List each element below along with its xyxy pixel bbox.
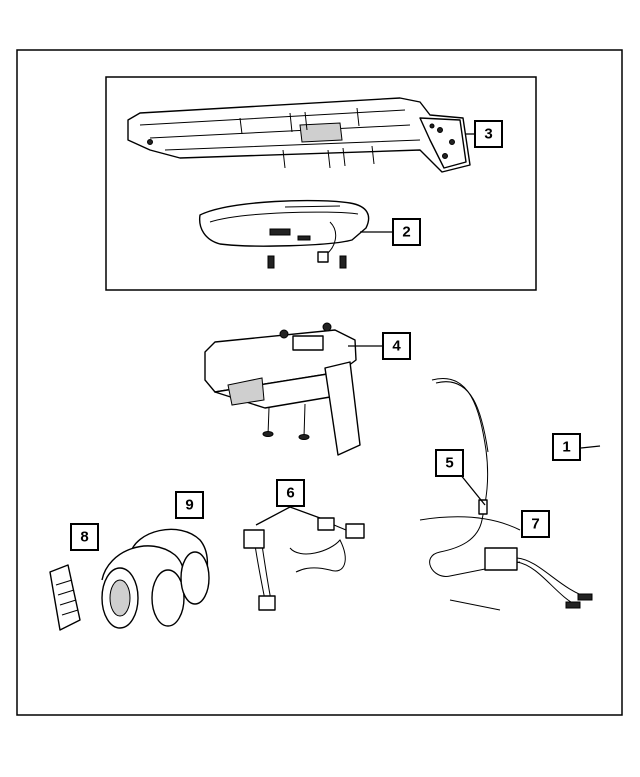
callout-4: 4 bbox=[382, 332, 411, 360]
trim-bezel-illustration bbox=[198, 199, 370, 269]
remote-control-illustration bbox=[49, 564, 81, 631]
mounting-bracket-illustration bbox=[127, 97, 471, 173]
callout-1-label: 1 bbox=[562, 439, 570, 456]
callout-9: 9 bbox=[175, 491, 204, 519]
callout-4-label: 4 bbox=[392, 338, 401, 355]
callout-6-label: 6 bbox=[286, 485, 294, 502]
callout-2-label: 2 bbox=[402, 224, 410, 241]
callout-5: 5 bbox=[435, 449, 464, 477]
inset-frame bbox=[105, 76, 537, 291]
callout-7: 7 bbox=[521, 510, 550, 538]
callout-6: 6 bbox=[276, 479, 305, 507]
callout-5-label: 5 bbox=[445, 455, 453, 472]
headphones-illustration bbox=[101, 528, 210, 629]
overhead-video-unit-illustration bbox=[204, 322, 361, 456]
cable-and-module-illustration bbox=[419, 377, 593, 611]
callout-2: 2 bbox=[392, 218, 421, 246]
wiring-harness-illustration bbox=[243, 517, 365, 611]
callout-3-label: 3 bbox=[484, 126, 492, 143]
callout-7-label: 7 bbox=[531, 516, 539, 533]
callout-3: 3 bbox=[474, 120, 503, 148]
callout-9-label: 9 bbox=[185, 497, 193, 514]
outer-frame bbox=[16, 49, 623, 716]
callout-1: 1 bbox=[552, 433, 581, 461]
callout-8: 8 bbox=[70, 523, 99, 551]
callout-8-label: 8 bbox=[80, 529, 88, 546]
